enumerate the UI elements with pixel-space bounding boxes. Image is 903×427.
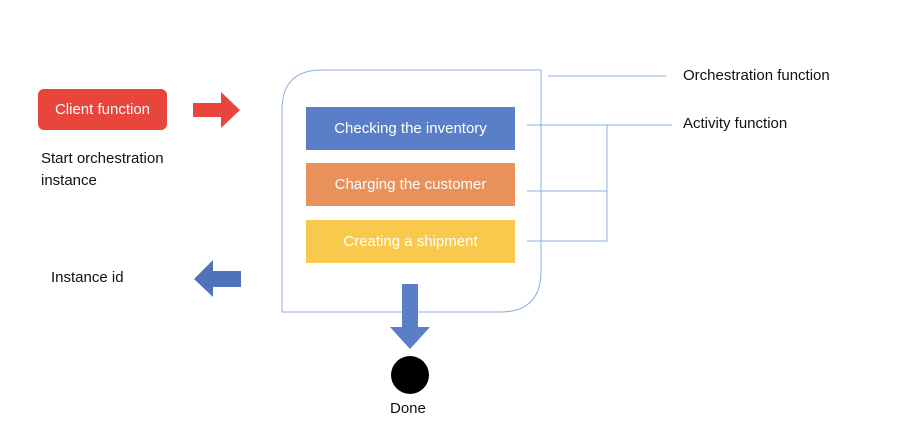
orchestration-container: [281, 69, 542, 313]
start-orchestration-label: Start orchestration instance: [41, 150, 164, 189]
activity-checking-inventory: Checking the inventory: [306, 107, 515, 150]
done-label: Done: [390, 400, 426, 417]
orchestration-function-label: Orchestration function: [683, 67, 830, 84]
activity-function-label: Activity function: [683, 115, 788, 132]
client-function-label: Client function: [54, 101, 151, 118]
activity-creating-shipment: Creating a shipment: [306, 220, 515, 263]
done-node: [391, 356, 429, 394]
client-function-box: Client function: [38, 89, 167, 130]
instance-id-label: Instance id: [51, 269, 124, 286]
flow-down-arrow: [390, 284, 430, 349]
response-arrow: [194, 260, 241, 297]
request-arrow: [193, 92, 240, 128]
activity-charging-customer: Charging the customer: [306, 163, 515, 206]
